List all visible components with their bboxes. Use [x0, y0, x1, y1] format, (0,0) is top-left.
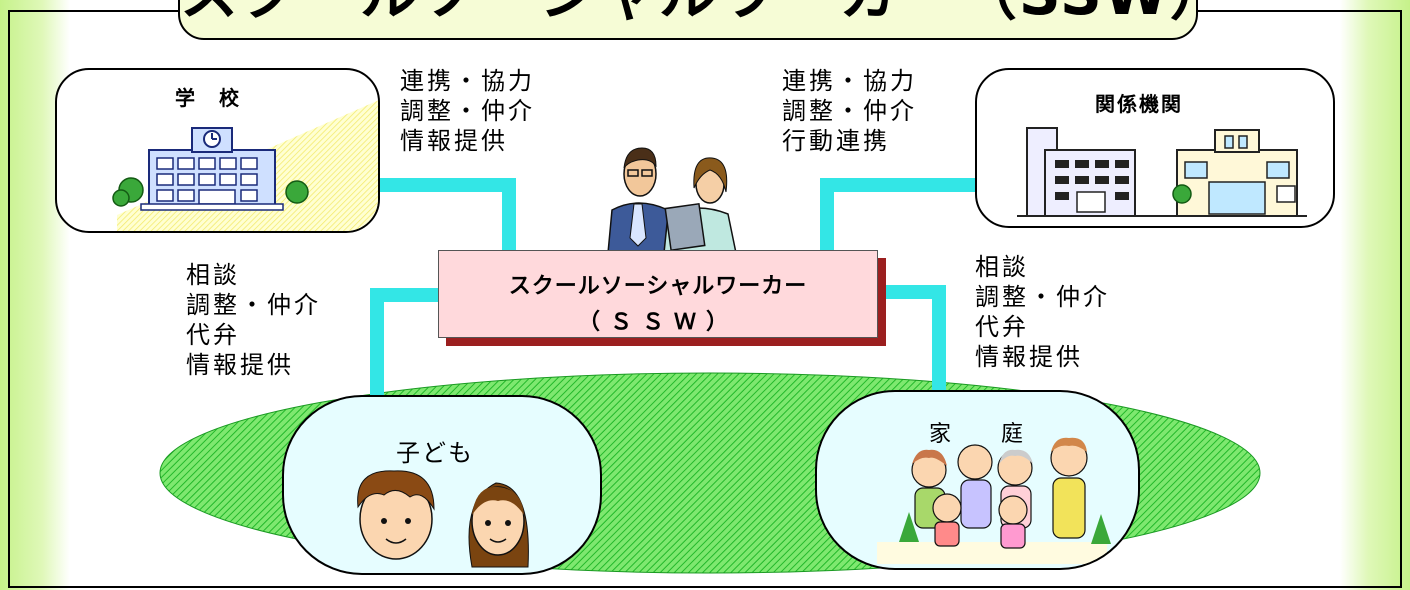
right-green-edge: [1340, 0, 1410, 590]
school-roles: 連携・協力 調整・仲介 情報提供: [400, 66, 535, 156]
role-text: 調整・仲介: [782, 97, 917, 125]
child-label: 子ども: [396, 439, 474, 467]
role-text: 連携・協力: [400, 67, 535, 95]
connector-child-h: [370, 288, 440, 302]
role-text: 情報提供: [975, 343, 1083, 371]
family-label: 家 庭: [929, 422, 1038, 447]
family-node: 家 庭: [815, 390, 1140, 570]
role-text: 代弁: [975, 313, 1029, 341]
school-node: 学 校: [55, 68, 380, 233]
connector-family-h: [878, 285, 946, 299]
ssw-title: スクールソーシャルワーカー: [508, 274, 808, 299]
role-text: 調整・仲介: [186, 291, 321, 319]
agencies-roles: 連携・協力 調整・仲介 行動連携: [782, 66, 917, 156]
connector-agencies-v: [820, 178, 834, 253]
title-banner: スクールソーシャルワーカー（SSW）の役割: [178, 0, 1198, 40]
connector-agencies-h: [820, 178, 978, 192]
role-text: 情報提供: [400, 127, 508, 155]
agencies-label: 関係機関: [1095, 92, 1183, 116]
child-roles: 相談 調整・仲介 代弁 情報提供: [186, 260, 321, 380]
connector-school-v: [502, 178, 516, 253]
role-text: 相談: [975, 253, 1029, 281]
school-label: 学 校: [175, 86, 241, 110]
family-roles: 相談 調整・仲介 代弁 情報提供: [975, 252, 1110, 372]
family-illustration-icon: [877, 437, 1111, 564]
role-text: 相談: [186, 261, 240, 289]
role-text: 調整・仲介: [400, 97, 535, 125]
connector-child-v: [370, 288, 384, 398]
ssw-people-illustration: [607, 147, 737, 253]
connector-family-v: [932, 285, 946, 395]
ssw-abbr: （ＳＳＷ）: [577, 310, 738, 335]
agencies-buildings-icon: [1017, 127, 1307, 217]
page-title: スクールソーシャルワーカー（SSW）の役割: [180, 0, 1196, 26]
role-text: 行動連携: [782, 127, 890, 155]
agencies-node: 関係機関: [975, 68, 1335, 228]
ssw-node: スクールソーシャルワーカー （ＳＳＷ）: [438, 250, 878, 338]
child-node: 子ども: [282, 395, 602, 575]
role-text: 連携・協力: [782, 67, 917, 95]
role-text: 代弁: [186, 321, 240, 349]
children-faces-icon: [357, 470, 529, 568]
role-text: 情報提供: [186, 351, 294, 379]
role-text: 調整・仲介: [975, 283, 1110, 311]
connector-school-h: [376, 178, 516, 192]
school-building-icon: [112, 100, 378, 231]
